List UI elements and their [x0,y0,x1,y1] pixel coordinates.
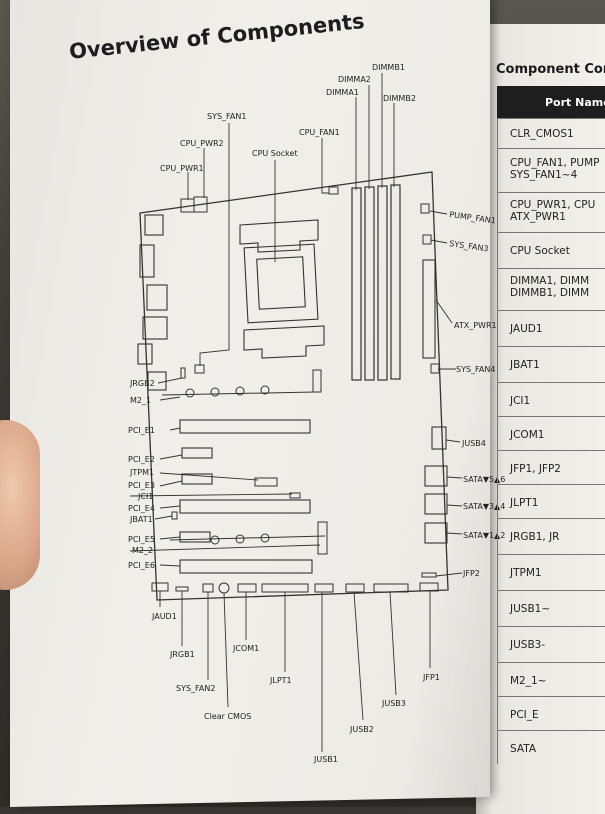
label-cpu-pwr2: CPU_PWR2 [180,139,224,148]
label-jrgb1: JRGB1 [169,650,195,659]
board-outline [139,171,449,601]
label-jci1: JCI1 [137,492,153,501]
pcie-slots [179,419,313,574]
cpu-power-connectors [180,196,208,213]
label-jusb1: JUSB1 [313,755,338,764]
table-header-label: Port Name [545,96,605,109]
label-jrgb2: JRGB2 [129,379,155,388]
label-jusb3: JUSB3 [381,699,406,708]
label-jbat1: JBAT1 [129,515,153,524]
label-cpu-pwr1: CPU_PWR1 [160,164,204,173]
fan-headers [194,186,440,374]
table-row: CPU Socket [497,232,605,268]
misc-headers [171,367,301,520]
label-pump-fan1: PUMP_FAN1 [449,210,497,225]
label-jusb4: JUSB4 [461,439,486,448]
m2-slots [161,369,328,555]
label-cpu-socket: CPU Socket [252,149,298,158]
label-dimmb1: DIMMB1 [372,63,405,72]
label-pci-e5: PCI_E5 [128,535,155,544]
diagram-labels: DIMMB1 DIMMA2 DIMMA1 DIMMB2 SYS_FAN1 CPU… [128,63,505,764]
table-row: CLR_CMOS1 [497,118,605,148]
table-row: JFP1, JFP2 [497,450,605,484]
label-jcom1: JCOM1 [232,644,259,653]
table-row: JCOM1 [497,416,605,450]
table-row: JBAT1 [497,346,605,382]
component-table: CLR_CMOS1 CPU_FAN1, PUMP SYS_FAN1~4 CPU_… [497,118,605,764]
table-row: PCI_E [497,696,605,730]
label-m2-1: M2_1 [130,396,151,405]
table-row: JUSB3- [497,626,605,662]
label-sata56: SATA▼5▲6 [463,475,505,484]
table-row: JRGB1, JR [497,518,605,554]
table-row: SATA [497,730,605,764]
label-pci-e1: PCI_E1 [128,426,155,435]
leader-lines [129,73,463,752]
label-jusb2: JUSB2 [349,725,374,734]
label-jtpm1: JTPM1 [129,468,154,477]
label-cpu-fan1: CPU_FAN1 [299,128,340,137]
label-sata34: SATA▼3▲4 [463,502,505,511]
dimm-slots [351,184,401,381]
label-sys-fan1: SYS_FAN1 [207,112,246,121]
label-pci-e3: PCI_E3 [128,481,155,490]
label-jlpt1: JLPT1 [269,676,292,685]
table-row: JUSB1~ [497,590,605,626]
table-row: CPU_PWR1, CPU ATX_PWR1 [497,192,605,232]
label-pci-e2: PCI_E2 [128,455,155,464]
table-row: JTPM1 [497,554,605,590]
label-dimmb2: DIMMB2 [383,94,416,103]
rear-io-blocks [137,214,168,391]
table-row: M2_1~ [497,662,605,696]
table-row: DIMMA1, DIMM DIMMB1, DIMM [497,268,605,310]
right-page-title: Component Con [496,62,605,77]
table-row: JAUD1 [497,310,605,346]
label-sys-fan2: SYS_FAN2 [176,684,215,693]
table-row: JLPT1 [497,484,605,518]
label-atx-pwr1: ATX_PWR1 [454,321,497,330]
label-jaud1: JAUD1 [151,612,177,621]
table-row: CPU_FAN1, PUMP SYS_FAN1~4 [497,148,605,192]
label-jfp1: JFP1 [422,673,440,682]
label-pci-e6: PCI_E6 [128,561,155,570]
table-header: Port Name [497,86,605,118]
finger [0,420,40,590]
sata-ports [424,426,448,544]
atx-power-connector [422,259,436,359]
cpu-socket-shape [239,219,325,359]
label-sata12: SATA▼1▲2 [463,531,505,540]
label-clear-cmos: Clear CMOS [204,712,251,721]
label-sys-fan3: SYS_FAN3 [449,239,489,253]
label-sys-fan4: SYS_FAN4 [456,365,495,374]
label-pci-e4: PCI_E4 [128,504,155,513]
label-m2-2: M2_2 [132,546,153,555]
bottom-headers [151,572,439,594]
label-jfp2: JFP2 [462,569,480,578]
label-dimma1: DIMMA1 [326,88,359,97]
table-row: JCI1 [497,382,605,416]
label-dimma2: DIMMA2 [338,75,371,84]
